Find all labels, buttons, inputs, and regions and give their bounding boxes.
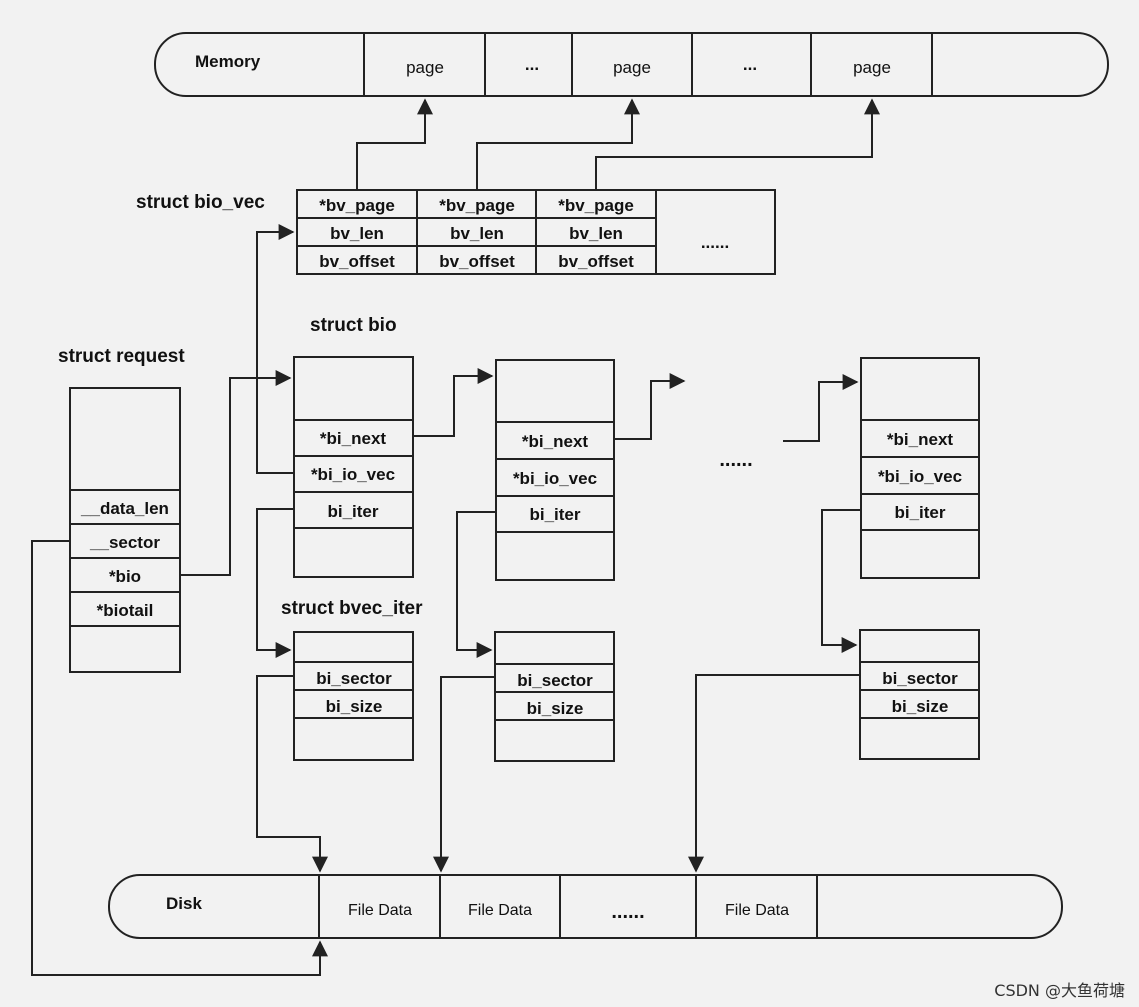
bio-1-bi-iter: bi_iter: [327, 502, 378, 521]
bio-1-bi-next: *bi_next: [320, 429, 386, 448]
bio-chain-ellipsis: ......: [719, 449, 752, 471]
memory-cell-label-1: page: [406, 58, 444, 77]
bvec-iter-1-bi-size: bi_size: [326, 697, 383, 716]
disk-cell-3: [559, 874, 697, 939]
arrow-bio2-iter-to-bvec-iter: [456, 511, 496, 658]
memory-title: Memory: [195, 52, 261, 71]
bio-3-bi-iter: bi_iter: [894, 503, 945, 522]
arrow-bvec-iter2-sector-to-disk: [433, 676, 495, 873]
disk-bar: Disk File Data File Data ...... File Dat…: [108, 874, 1063, 939]
arrow-bio1-iter-to-bvec-iter: [256, 508, 294, 658]
disk-cell-4: [695, 874, 818, 939]
bio-vec-1-page: *bv_page: [439, 196, 515, 215]
request-label: struct request: [58, 346, 185, 367]
bio-3-bi-next: *bi_next: [887, 430, 953, 449]
bio-vec-0-page: *bv_page: [319, 196, 395, 215]
bvec-iter-1-bi-sector: bi_sector: [316, 669, 392, 688]
arrow-bvpage-2-to-page: [595, 98, 880, 190]
arrow-bio3-iter-to-bvec-iter: [821, 509, 861, 653]
request-field-data-len: __data_len: [80, 499, 169, 518]
bio-vec-1-len: bv_len: [450, 224, 504, 243]
request-field-bio: *bio: [109, 567, 141, 586]
memory-bar: Memory page ... page ... page: [154, 32, 1109, 97]
disk-cell-label-4: File Data: [725, 902, 789, 919]
bio-box-3: *bi_next *bi_io_vec bi_iter: [860, 357, 980, 579]
bio-box-1: *bi_next *bi_io_vec bi_iter: [293, 356, 414, 578]
bio-vec-ellipsis: ......: [701, 233, 729, 252]
bio-vec-table: *bv_page bv_len bv_offset *bv_page bv_le…: [296, 189, 776, 275]
bio-2-bi-next: *bi_next: [522, 432, 588, 451]
memory-cell-label-2: ...: [525, 55, 539, 74]
memory-cell-page-2: [571, 32, 693, 97]
disk-title: Disk: [166, 894, 202, 913]
bvec-iter-label: struct bvec_iter: [281, 598, 423, 619]
bio-1-bi-io-vec: *bi_io_vec: [311, 465, 395, 484]
bvec-iter-3-bi-sector: bi_sector: [882, 669, 958, 688]
disk-cell-1: [318, 874, 441, 939]
bvec-iter-box-1: bi_sector bi_size: [293, 631, 414, 761]
arrow-bvpage-1-to-page: [476, 98, 640, 190]
bio-vec-0-len: bv_len: [330, 224, 384, 243]
bio-vec-0-offset: bv_offset: [319, 252, 395, 271]
bio-vec-label: struct bio_vec: [136, 192, 265, 213]
bio-label: struct bio: [310, 315, 397, 336]
arrow-request-bio-to-bio: [180, 370, 292, 576]
bio-box-2: *bi_next *bi_io_vec bi_iter: [495, 359, 615, 581]
watermark: CSDN @大鱼荷塘: [994, 981, 1125, 1000]
memory-cell-label-4: ...: [743, 55, 757, 74]
arrow-bio2-next: [614, 373, 686, 440]
arrow-bi-io-vec-to-bio-vec: [256, 224, 295, 474]
bvec-iter-2-bi-sector: bi_sector: [517, 671, 593, 690]
disk-cell-2: [439, 874, 561, 939]
arrow-request-sector-to-disk: [31, 540, 328, 976]
bio-vec-2-offset: bv_offset: [558, 252, 634, 271]
arrow-bio1-next-to-bio2: [413, 368, 494, 437]
request-field-sector: __sector: [89, 533, 160, 552]
bio-2-bi-iter: bi_iter: [529, 505, 580, 524]
memory-cell-page-3: [810, 32, 933, 97]
memory-cell-page-1: [363, 32, 486, 97]
bio-vec-1-offset: bv_offset: [439, 252, 515, 271]
bvec-iter-3-bi-size: bi_size: [892, 697, 949, 716]
request-field-biotail: *biotail: [97, 601, 154, 620]
memory-cell-label-5: page: [853, 58, 891, 77]
memory-cell-ellipsis-1: [484, 32, 573, 97]
bvec-iter-2-bi-size: bi_size: [527, 699, 584, 718]
arrow-bvec-iter1-sector-to-disk: [256, 675, 328, 873]
memory-cell-ellipsis-2: [691, 32, 812, 97]
arrow-bvec-iter3-sector-to-disk: [688, 674, 860, 873]
arrow-bvpage-0-to-page: [356, 98, 433, 190]
bio-3-bi-io-vec: *bi_io_vec: [878, 467, 962, 486]
arrow-chain-to-bio3: [783, 374, 859, 442]
bvec-iter-box-2: bi_sector bi_size: [494, 631, 615, 762]
memory-cell-label-3: page: [613, 58, 651, 77]
disk-cell-label-3: ......: [611, 901, 644, 923]
bio-vec-2-page: *bv_page: [558, 196, 634, 215]
disk-cell-label-1: File Data: [348, 902, 412, 919]
bio-vec-2-len: bv_len: [569, 224, 623, 243]
request-box: __data_len __sector *bio *biotail: [69, 387, 181, 673]
disk-cell-label-2: File Data: [468, 902, 532, 919]
bio-2-bi-io-vec: *bi_io_vec: [513, 469, 597, 488]
bvec-iter-box-3: bi_sector bi_size: [859, 629, 980, 760]
